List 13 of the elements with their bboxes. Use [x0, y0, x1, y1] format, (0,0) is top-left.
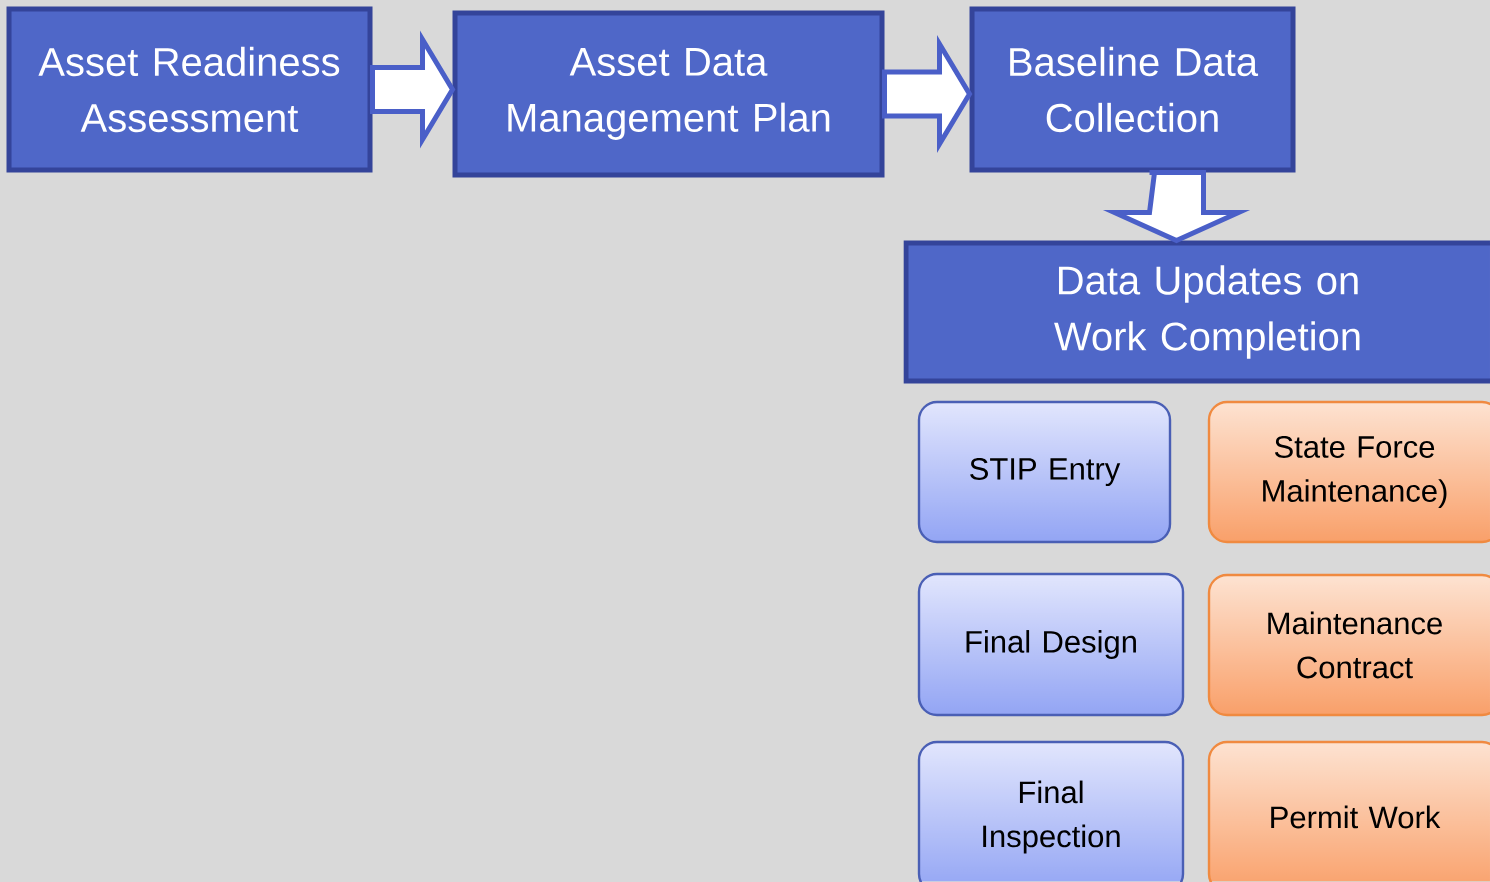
category-box: Maintenance Contract — [1207, 573, 1490, 717]
category-box: STIP Entry — [917, 400, 1172, 544]
block-arrow — [882, 34, 973, 154]
block-arrow — [370, 30, 456, 149]
category-box: Final Inspection — [917, 740, 1185, 882]
process-box: Baseline Data Collection — [969, 6, 1296, 173]
process-box: Asset Readiness Assessment — [6, 6, 373, 173]
category-box: Final Design — [917, 572, 1185, 717]
category-box: Permit Work — [1207, 740, 1490, 882]
block-arrow — [1102, 170, 1251, 244]
process-box: Asset Data Management Plan — [452, 10, 885, 178]
category-box: State Force Maintenance) — [1207, 400, 1490, 544]
process-box: Data Updates on Work Completion — [903, 240, 1490, 384]
